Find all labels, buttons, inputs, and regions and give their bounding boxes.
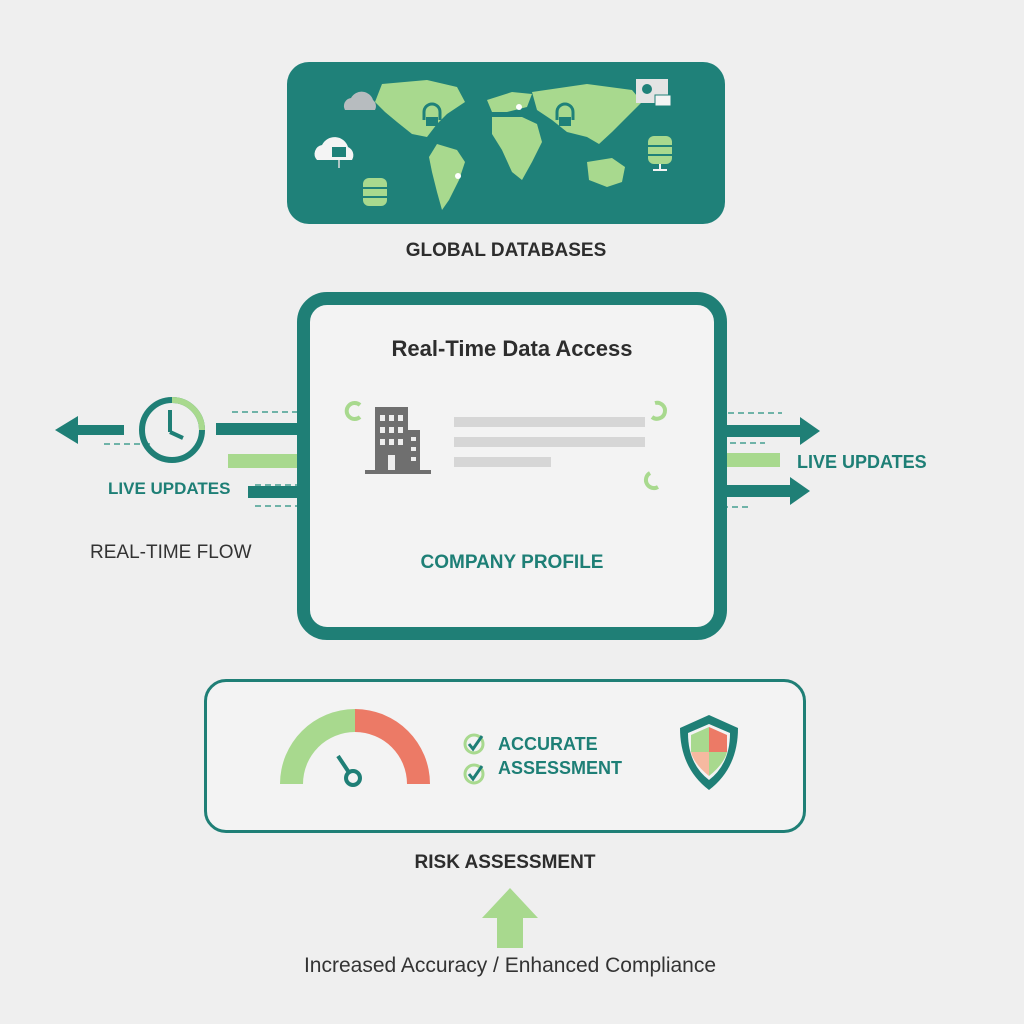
placeholder-line (454, 437, 645, 447)
bottom-caption: Increased Accuracy / Enhanced Compliance (303, 954, 717, 977)
check-label: ACCURATE (498, 734, 598, 754)
check-label: ASSESSMENT (498, 758, 623, 778)
left-flow-arrows (55, 397, 332, 507)
arrow-right-icon (710, 477, 810, 505)
lock-icon (555, 102, 575, 126)
server-icon (648, 136, 672, 171)
gauge-high-segment (355, 709, 430, 784)
profile-content (344, 400, 667, 491)
check-icons (463, 733, 485, 785)
world-map-icon (314, 79, 672, 210)
global-databases-caption: GLOBAL DATABASES (405, 240, 607, 261)
arrow-up-icon (482, 888, 538, 948)
check-icon (463, 763, 485, 785)
arrow-right-icon (710, 417, 820, 445)
refresh-icon (650, 400, 667, 421)
cloud-server-icon (314, 137, 354, 168)
building-icon (365, 407, 431, 474)
arrow-left-icon (55, 416, 124, 444)
card-title: Real-Time Data Access (391, 336, 633, 361)
refresh-icon (643, 471, 659, 491)
risk-assessment-caption: RISK ASSESSMENT (414, 852, 596, 873)
clock-icon (139, 397, 205, 463)
placeholder-line (454, 417, 645, 427)
gauge-needle (336, 754, 362, 787)
real-time-flow-label: REAL-TIME FLOW (90, 542, 252, 563)
company-profile-label: COMPANY PROFILE (420, 552, 604, 573)
database-icon (363, 178, 387, 206)
placeholder-line (454, 457, 551, 467)
global-databases-panel (287, 62, 725, 224)
shield-icon (680, 715, 738, 790)
check-icon (463, 733, 485, 755)
live-updates-left-label: LIVE UPDATES (108, 479, 231, 498)
lock-icon (422, 102, 442, 126)
profile-chat-icon (636, 79, 672, 107)
gauge-low-segment (280, 709, 355, 784)
risk-gauge (280, 709, 430, 787)
cloud-icon (343, 91, 376, 110)
refresh-icon (344, 401, 362, 421)
live-updates-right-label: LIVE UPDATES (797, 452, 927, 472)
